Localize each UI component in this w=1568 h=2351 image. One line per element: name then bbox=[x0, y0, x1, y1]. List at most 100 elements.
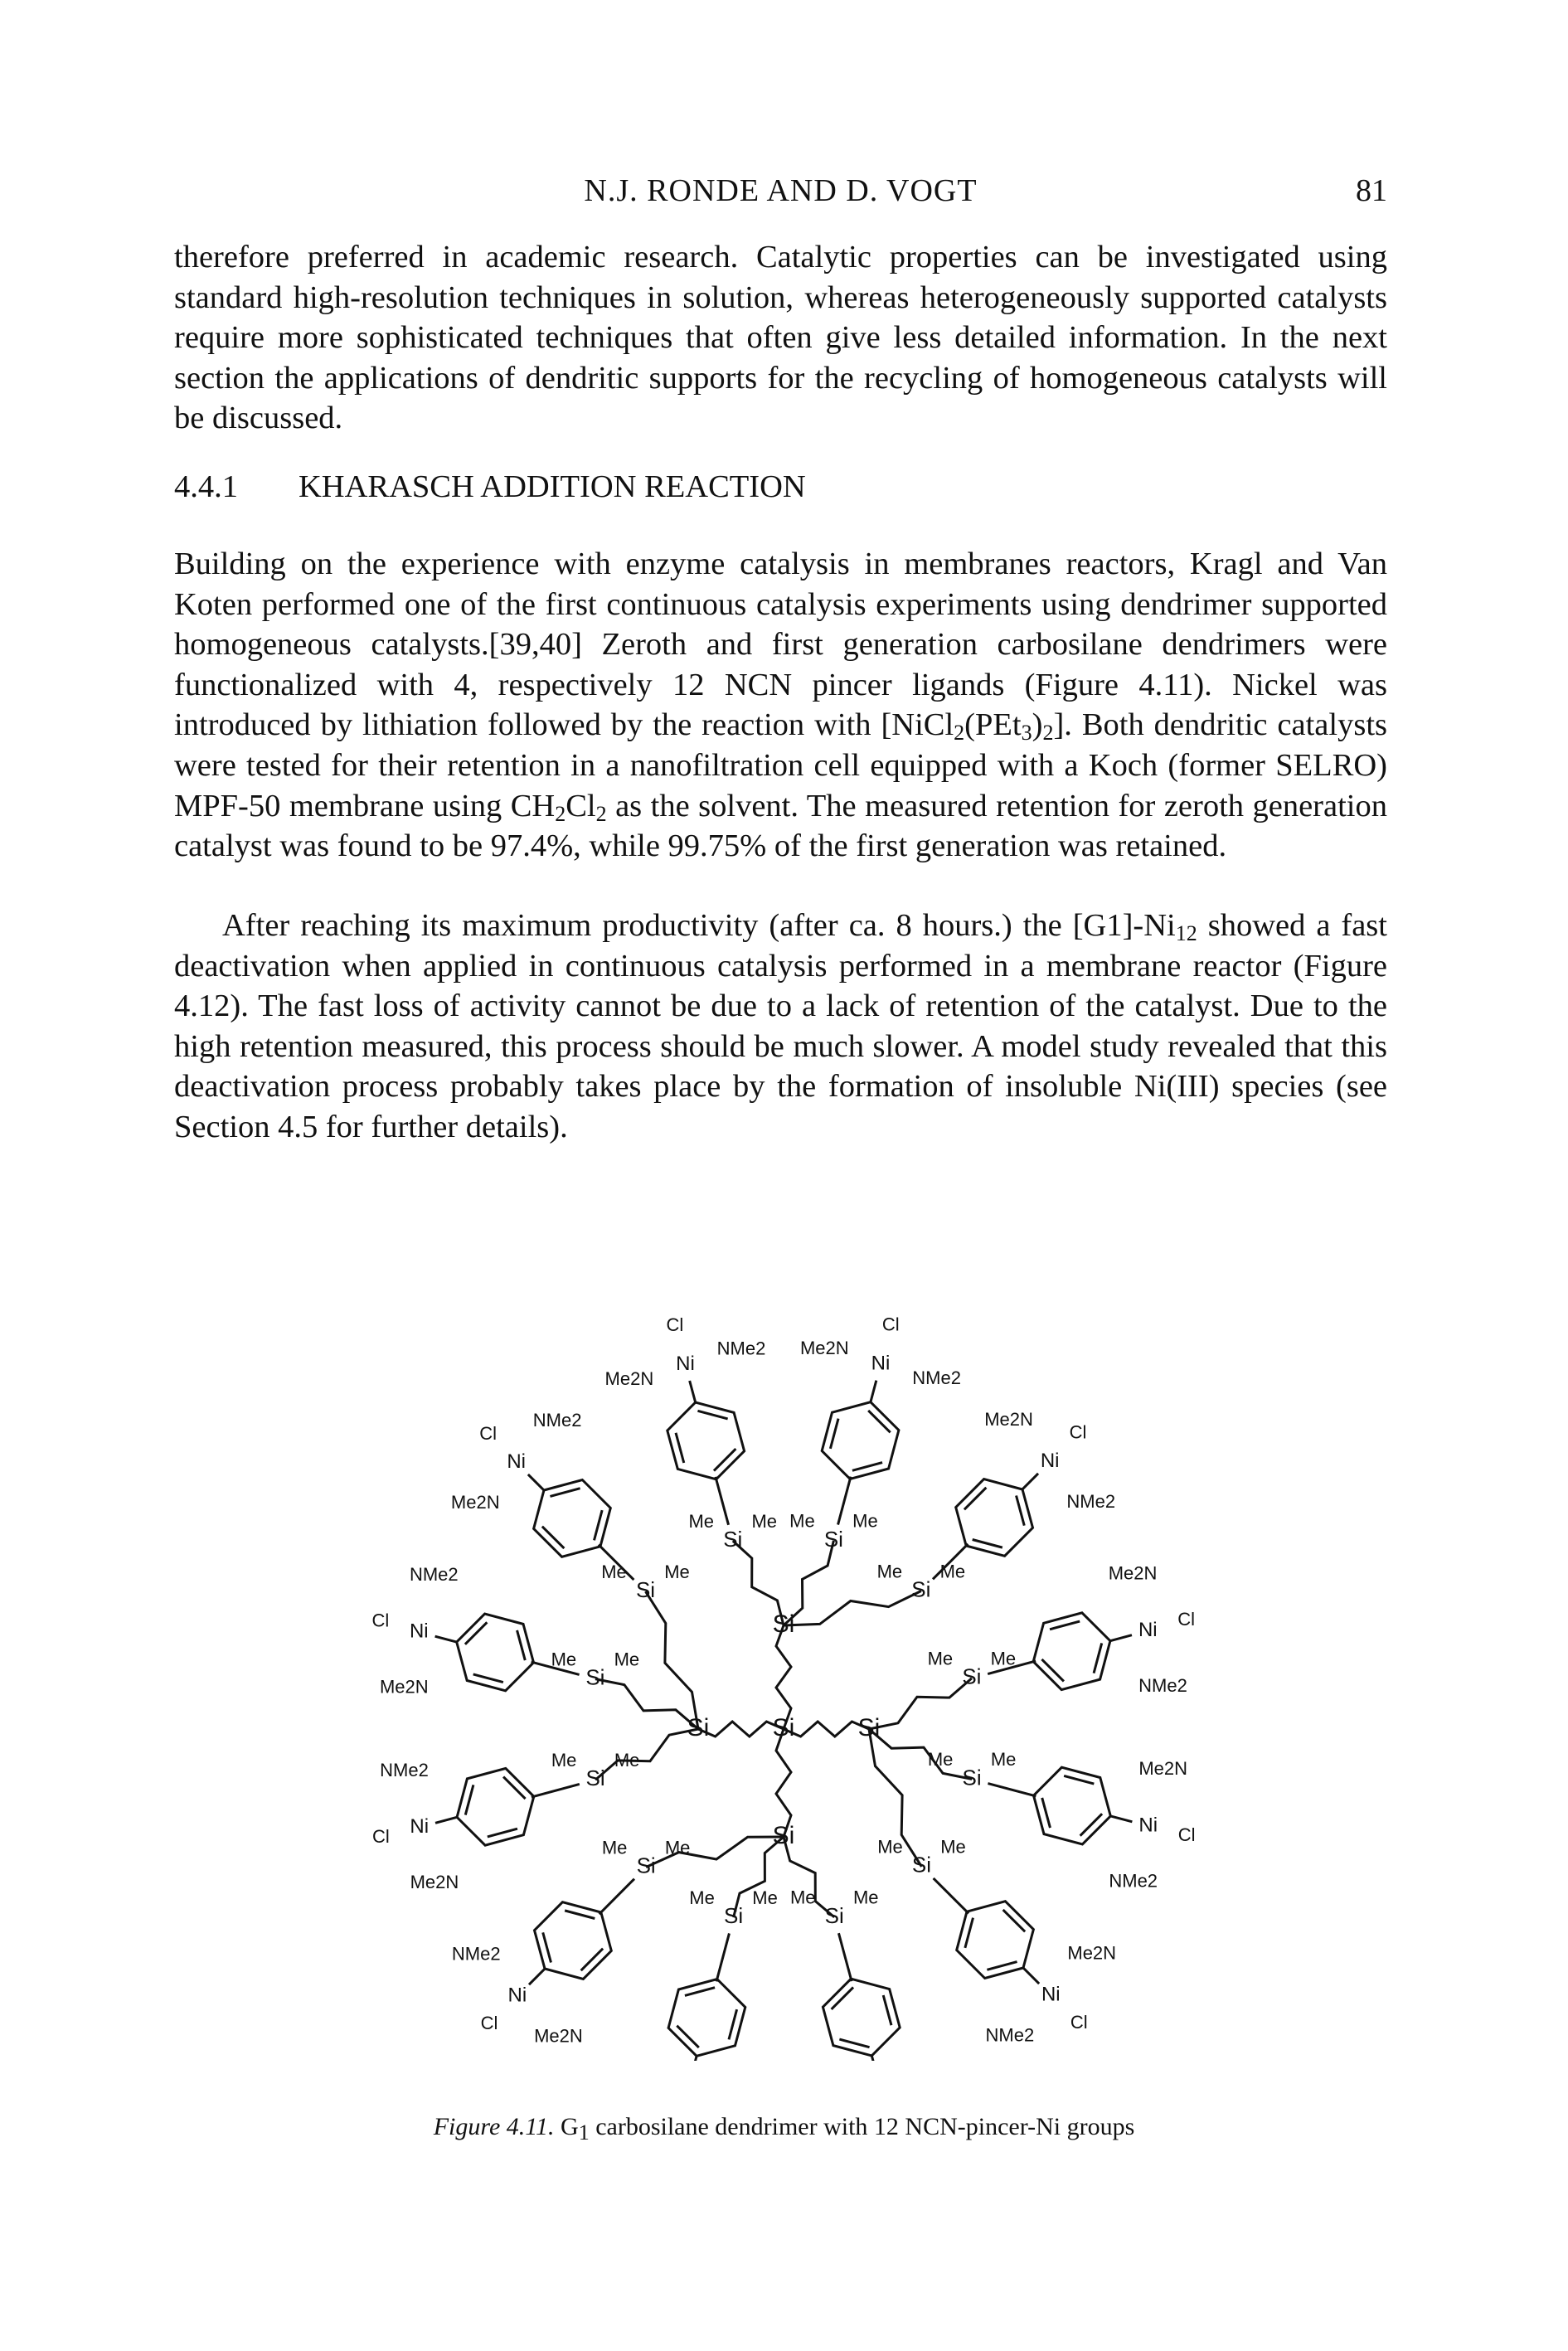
alkyl-chain bbox=[595, 1678, 699, 1731]
bond-line bbox=[597, 1543, 635, 1581]
bond-line bbox=[987, 1960, 1017, 1971]
bond-line bbox=[531, 1782, 580, 1799]
atom-label: Si bbox=[962, 1664, 981, 1689]
bond-line bbox=[1015, 1495, 1026, 1526]
atom-label: Me2N bbox=[1067, 1942, 1116, 1963]
atom-label: Me bbox=[928, 1749, 954, 1770]
atom-label: Cl bbox=[667, 1314, 684, 1335]
bond-line bbox=[1021, 1472, 1040, 1491]
atom-label: Me bbox=[752, 1887, 778, 1908]
bond-line bbox=[712, 1448, 737, 1472]
bond-line bbox=[464, 1621, 488, 1645]
bond-line bbox=[867, 1409, 891, 1434]
bond-line bbox=[881, 1994, 893, 2026]
bond-line bbox=[464, 1784, 475, 1815]
alkyl-chain bbox=[782, 1540, 835, 1627]
atom-label: NMe2 bbox=[1138, 1675, 1187, 1696]
bond-line bbox=[1041, 1797, 1051, 1829]
atom-label: NMe2 bbox=[1109, 1870, 1158, 1891]
figure-caption-label: Figure 4.11. bbox=[433, 2113, 555, 2140]
atom-label: Si bbox=[586, 1766, 605, 1790]
atom-label: Me bbox=[751, 1511, 777, 1532]
atom-label: NMe2 bbox=[912, 1367, 961, 1388]
bond-line bbox=[963, 1486, 988, 1511]
atom-label: NMe2 bbox=[1066, 1491, 1115, 1512]
subscript: 1 bbox=[578, 2120, 590, 2145]
running-header-authors: N.J. RONDE AND D. VOGT bbox=[584, 173, 978, 208]
atom-label: Ni bbox=[410, 1620, 429, 1642]
atom-label: Me bbox=[928, 1649, 954, 1669]
benzene-ring bbox=[667, 1977, 747, 2057]
bond-line bbox=[564, 1909, 595, 1920]
bond-line bbox=[434, 1815, 458, 1824]
alkyl-chain bbox=[774, 1625, 793, 1730]
bond-line bbox=[527, 1473, 546, 1492]
atom-label: Cl bbox=[1070, 2012, 1088, 2033]
bond-line bbox=[838, 2038, 870, 2049]
figure-caption-text: carbosilane dendrimer with 12 NCN-pincer… bbox=[589, 2113, 1135, 2140]
alkyl-chain bbox=[732, 1835, 784, 1918]
bond-line bbox=[1063, 1774, 1095, 1785]
bond-line bbox=[1092, 1643, 1104, 1674]
para2-text-f: as the solvent. The measured retention f… bbox=[174, 788, 1387, 864]
atom-label: Cl bbox=[882, 1314, 900, 1335]
atom-label: Me2N bbox=[605, 1368, 654, 1389]
atom-label: Me bbox=[614, 1649, 640, 1669]
atom-label: Me2N bbox=[380, 1676, 429, 1697]
benzene-ring bbox=[1032, 1766, 1112, 1846]
bond-line bbox=[593, 1509, 604, 1541]
subscript: 2 bbox=[1042, 721, 1054, 746]
benzene-ring bbox=[1032, 1611, 1112, 1692]
bond-line bbox=[580, 1947, 604, 1972]
atom-label: Me2N bbox=[800, 1338, 849, 1358]
atom-label: Me2N bbox=[410, 1872, 459, 1892]
bond-line bbox=[502, 1775, 527, 1800]
figure-caption-g: G bbox=[561, 2113, 579, 2140]
atom-label: Me bbox=[877, 1561, 903, 1581]
atom-label: Cl bbox=[1070, 1421, 1087, 1442]
benzene-ring bbox=[954, 1477, 1035, 1557]
bond-line bbox=[541, 1932, 552, 1963]
atom-label: Me bbox=[601, 1562, 627, 1582]
bond-line bbox=[684, 1986, 716, 1997]
para2-text-d: ]. Both dendritic catalysts were tested … bbox=[174, 707, 1387, 823]
bond-line bbox=[714, 1476, 731, 1526]
atom-label: NMe2 bbox=[717, 1338, 766, 1358]
atom-label: Ni bbox=[676, 1353, 695, 1375]
atom-label: Me bbox=[852, 1511, 878, 1532]
bond-line bbox=[870, 2055, 879, 2078]
subscript: 3 bbox=[1021, 721, 1032, 746]
alkyl-chain bbox=[783, 1590, 922, 1627]
bond-line bbox=[988, 1782, 1036, 1798]
atom-label: Si bbox=[963, 1765, 982, 1790]
atom-label: Me bbox=[602, 1837, 628, 1858]
benzene-ring bbox=[955, 1900, 1036, 1980]
bond-line bbox=[1109, 1634, 1133, 1643]
benzene-ring bbox=[532, 1478, 612, 1558]
atom-label: Me bbox=[790, 1887, 816, 1908]
atom-label: Ni bbox=[871, 1353, 891, 1375]
para3-text-b: showed a fast deactivation when applied … bbox=[174, 908, 1387, 1144]
bond-line bbox=[688, 1380, 697, 1403]
atom-label: Me bbox=[991, 1749, 1017, 1770]
atom-label: Ni bbox=[508, 1984, 527, 2007]
atom-label: Cl bbox=[1178, 1824, 1196, 1845]
atom-label: Me2N bbox=[534, 2026, 583, 2047]
benzene-ring bbox=[821, 1977, 901, 2057]
bond-line bbox=[516, 1630, 527, 1661]
bond-line bbox=[541, 1525, 566, 1550]
atom-label: Cl bbox=[481, 2013, 498, 2033]
bond-line bbox=[1079, 1813, 1104, 1837]
atom-label: Me bbox=[940, 1837, 966, 1858]
paragraph-kharasch: Building on the experience with enzyme c… bbox=[174, 544, 1387, 867]
atom-label: Si bbox=[911, 1576, 930, 1601]
alkyl-chain bbox=[782, 1836, 836, 1919]
alkyl-chain bbox=[644, 1591, 700, 1730]
para2-text-e: Cl bbox=[566, 788, 596, 823]
bond-line bbox=[715, 1933, 731, 1982]
atom-label: Me bbox=[664, 1562, 690, 1582]
bond-line bbox=[697, 1409, 729, 1421]
subscript: 12 bbox=[1175, 921, 1197, 945]
